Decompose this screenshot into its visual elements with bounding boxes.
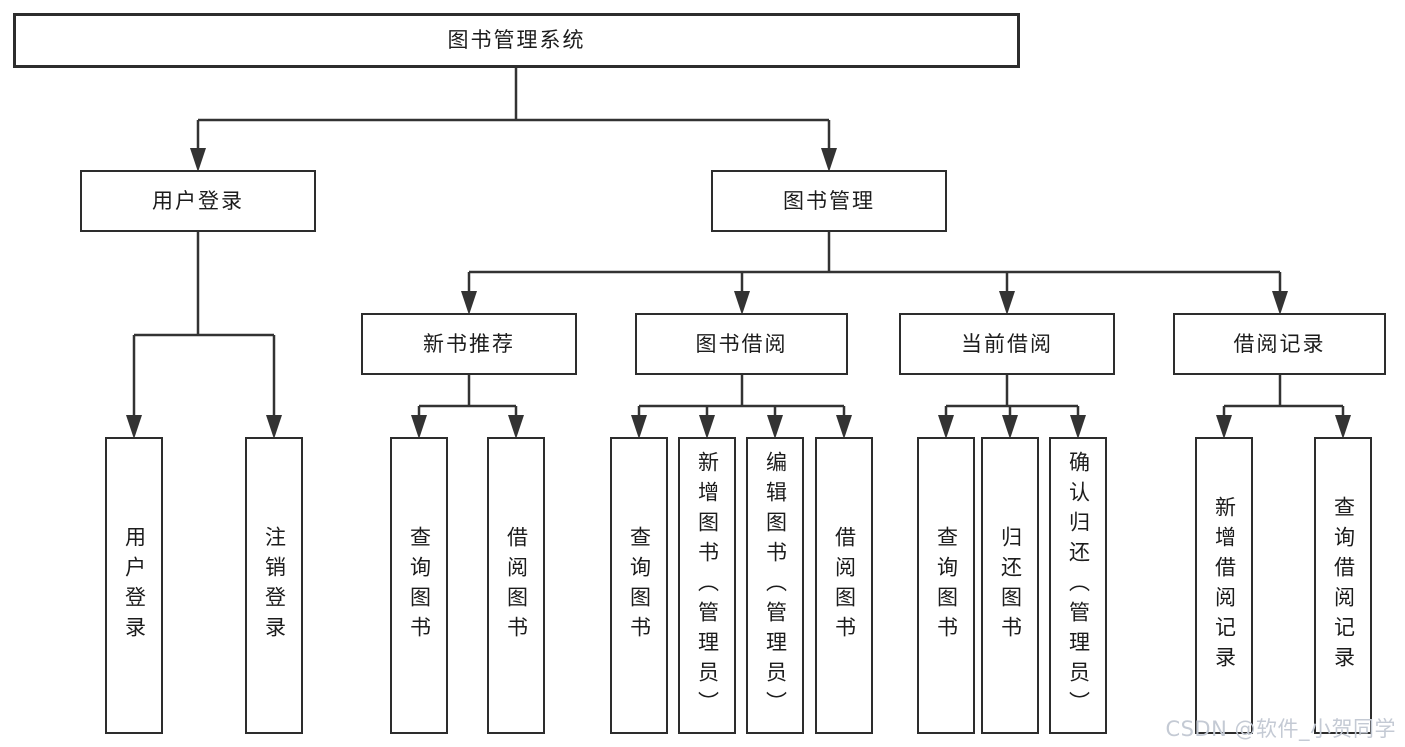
leaf-user-login: 用户登录 — [105, 437, 163, 734]
node-new-book-recommend: 新书推荐 — [361, 313, 577, 375]
node-book-management: 图书管理 — [711, 170, 947, 232]
leaf-query-books-borrow: 查询图书 — [610, 437, 668, 734]
leaf-add-borrow-record: 新增借阅记录 — [1195, 437, 1253, 734]
csdn-watermark: CSDN @软件_小贺同学 — [1165, 717, 1396, 741]
leaf-logout: 注销登录 — [245, 437, 303, 734]
leaf-confirm-return-admin: 确认归还（管理员） — [1049, 437, 1107, 734]
leaf-query-borrow-record: 查询借阅记录 — [1314, 437, 1372, 734]
node-book-borrowing: 图书借阅 — [635, 313, 848, 375]
node-user-login: 用户登录 — [80, 170, 316, 232]
connector-lines — [132, 68, 1345, 419]
leaf-add-books-admin: 新增图书（管理员） — [678, 437, 736, 734]
leaf-query-books-recommend: 查询图书 — [390, 437, 448, 734]
node-borrowing-records: 借阅记录 — [1173, 313, 1386, 375]
leaf-borrow-books: 借阅图书 — [815, 437, 873, 734]
leaf-edit-books-admin: 编辑图书（管理员） — [746, 437, 804, 734]
leaf-return-books: 归还图书 — [981, 437, 1039, 734]
leaf-query-books-current: 查询图书 — [917, 437, 975, 734]
leaf-borrow-books-recommend: 借阅图书 — [487, 437, 545, 734]
node-current-borrowing: 当前借阅 — [899, 313, 1115, 375]
node-root-system: 图书管理系统 — [13, 13, 1020, 68]
